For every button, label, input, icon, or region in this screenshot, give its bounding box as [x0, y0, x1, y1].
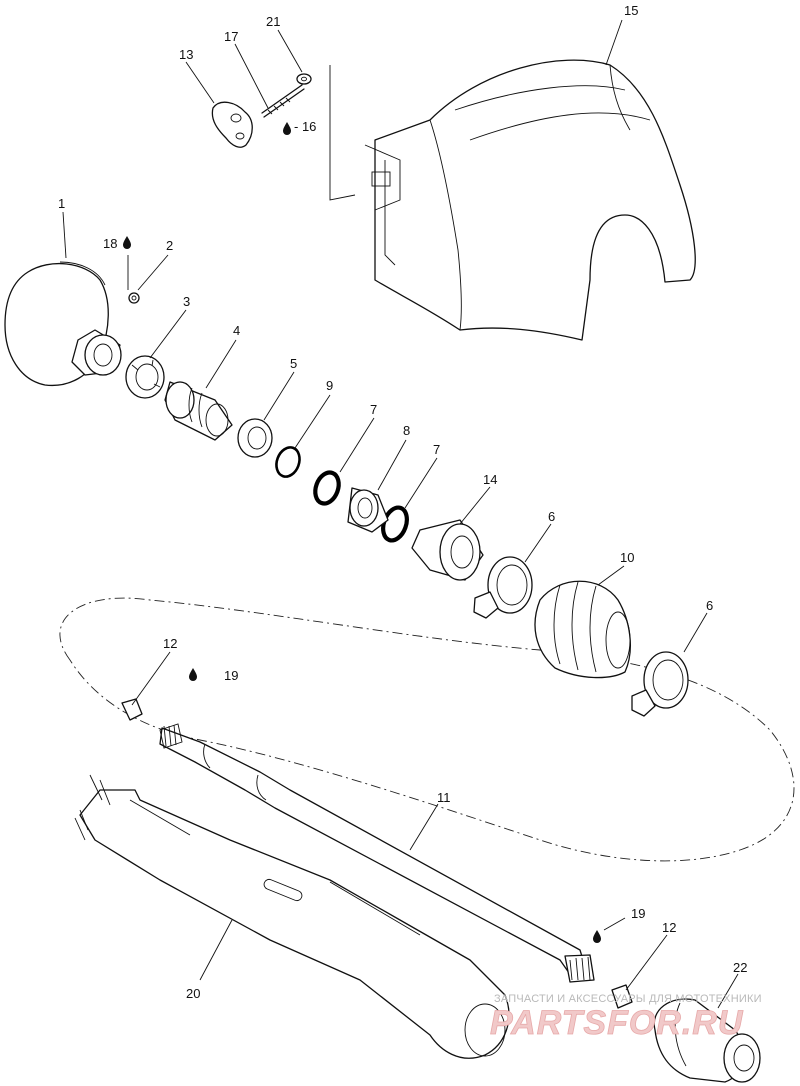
part-15-cover	[364, 59, 696, 341]
label-17: 17	[224, 29, 238, 44]
part-8-ring	[347, 487, 389, 533]
part-1-housing	[4, 261, 122, 387]
part-7-oring-a	[313, 470, 341, 506]
label-10: 10	[620, 550, 634, 565]
label-1: 1	[58, 196, 65, 211]
part-14-sleeve	[411, 519, 484, 581]
label-5: 5	[290, 356, 297, 371]
part-17-screw	[261, 84, 305, 118]
part-20-tube	[74, 774, 510, 1059]
part-6-clamp-b	[631, 651, 689, 717]
label-7b: 7	[433, 442, 440, 457]
part-13-bracket	[211, 101, 253, 148]
label-8: 8	[403, 423, 410, 438]
label-7a: 7	[370, 402, 377, 417]
part-11-shaft	[159, 723, 595, 983]
label-19a: 19	[224, 668, 238, 683]
label-12a: 12	[163, 636, 177, 651]
oil-drop-icon	[189, 668, 197, 681]
label-12b: 12	[662, 920, 676, 935]
label-20: 20	[186, 986, 200, 1001]
watermark-tagline: ЗАПЧАСТИ И АКСЕССУАРЫ ДЛЯ МОТОТЕХНИКИ	[494, 993, 762, 1005]
label-21: 21	[266, 14, 280, 29]
label-6b: 6	[706, 598, 713, 613]
part-5-clamp	[237, 418, 273, 458]
label-13: 13	[179, 47, 193, 62]
assembly-dashed-outline	[59, 597, 795, 862]
oil-drop-icon	[593, 930, 601, 943]
label-4: 4	[233, 323, 240, 338]
watermark-brand: PARTSFOR.RU	[490, 1004, 744, 1042]
oil-drop-icon	[283, 122, 291, 135]
part-10-boot	[534, 580, 631, 679]
label-19b: 19	[631, 906, 645, 921]
label-6a: 6	[548, 509, 555, 524]
label-18: 18	[103, 236, 117, 251]
part-6-clamp-a	[473, 556, 533, 619]
part-12-cap-a	[121, 698, 143, 721]
label-11: 11	[437, 790, 451, 805]
label-3: 3	[183, 294, 190, 309]
label-14: 14	[483, 472, 497, 487]
part-21-washer	[296, 73, 312, 85]
leader-lines	[62, 19, 739, 1009]
label-2: 2	[166, 238, 173, 253]
thin-frame-line	[329, 65, 356, 201]
part-9-oring	[275, 446, 301, 478]
oil-drop-icon	[123, 236, 131, 249]
part-4-bushing	[164, 381, 233, 441]
label-16: - 16	[294, 119, 316, 134]
part-22-coupling	[653, 998, 761, 1083]
part-3-clamp	[125, 355, 165, 399]
label-22: 22	[733, 960, 747, 975]
part-12-cap-b	[611, 984, 633, 1009]
label-15: 15	[624, 3, 638, 18]
label-9: 9	[326, 378, 333, 393]
part-2-nut	[128, 292, 140, 304]
